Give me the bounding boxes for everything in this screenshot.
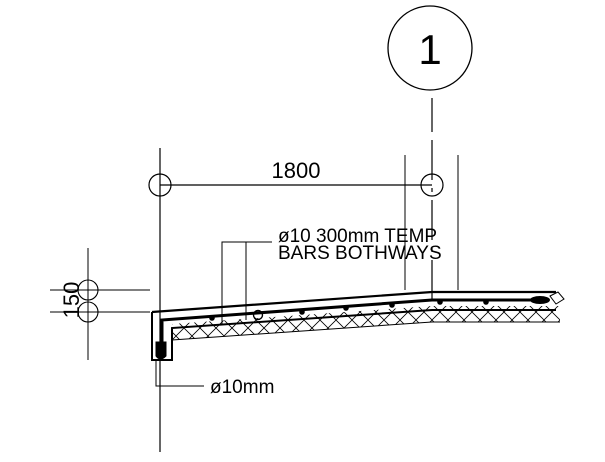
temp-bar-dot	[437, 299, 443, 305]
temp-bar-dots	[209, 299, 489, 321]
grid-bubble	[387, 5, 473, 91]
thickness-node-bottom	[77, 301, 99, 323]
edge-bar-note: ø10mm	[210, 377, 274, 398]
temp-bars-note-line2: BARS BOTHWAYS	[278, 243, 442, 264]
temp-bar-dot	[209, 315, 215, 321]
end-rebar	[530, 296, 550, 304]
span-dimension-node-left	[148, 173, 172, 197]
thickness-dimension-label: 150	[59, 282, 84, 319]
temp-bars-leader	[221, 241, 272, 325]
temp-bar-dot	[483, 299, 489, 305]
slab-top-edge	[151, 290, 556, 314]
thickness-node-top	[77, 279, 99, 301]
temp-bar-dot	[299, 309, 305, 315]
ground-line	[171, 321, 560, 341]
span-dimension-label: 1800	[272, 158, 321, 183]
temp-bar-dot	[389, 302, 395, 308]
temp-bars-note-line1: ø10 300mm TEMP	[278, 226, 437, 247]
span-dimension-node-right	[420, 173, 444, 197]
edge-bar-leader	[155, 360, 204, 387]
edge-rebar-hook	[155, 341, 167, 360]
break-mark	[549, 291, 565, 305]
temp-bar-dot	[343, 305, 349, 311]
grid-bubble-label: 1	[418, 26, 441, 73]
